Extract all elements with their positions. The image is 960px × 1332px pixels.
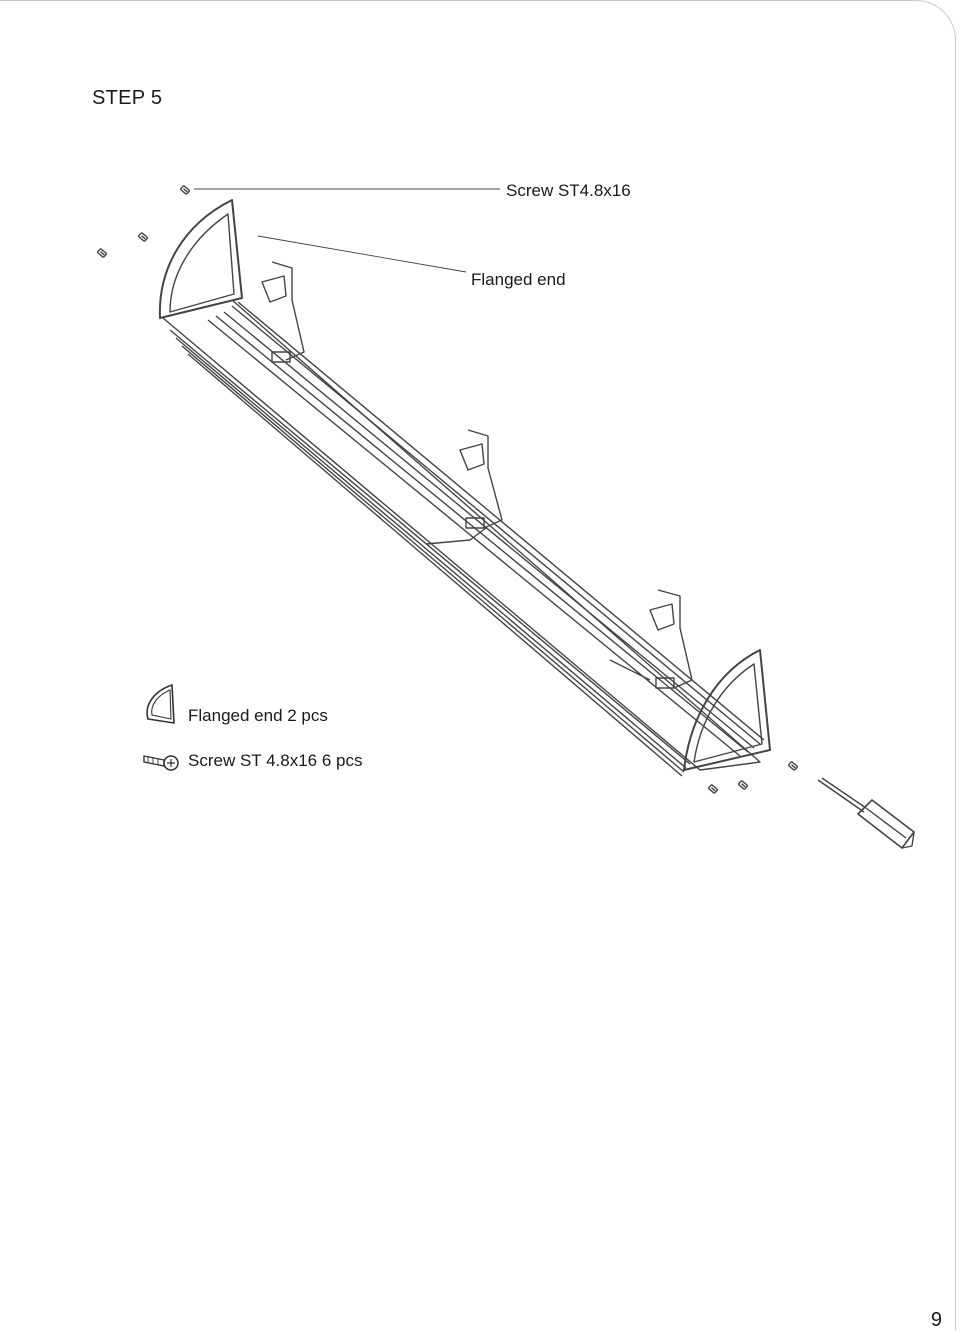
parts-list-label: Screw ST 4.8x16 6 pcs — [188, 751, 363, 770]
callout-flanged-end-label: Flanged end — [471, 270, 566, 289]
parts-list-item: Flanged end 2 pcs — [140, 680, 328, 726]
callout-screw-label: Screw ST4.8x16 — [506, 181, 631, 200]
leader-line-flange — [257, 235, 467, 273]
bracket-2 — [459, 429, 503, 529]
page-number: 9 — [930, 1309, 942, 1331]
screw-top-3 — [97, 248, 107, 258]
screw-top-2 — [138, 232, 148, 242]
parts-list-label: Flanged end 2 pcs — [188, 706, 328, 725]
bracket-1 — [261, 261, 305, 363]
screwdriver — [817, 777, 915, 849]
step-title: STEP 5 — [92, 87, 163, 109]
flanged-end-icon — [146, 684, 175, 724]
screw-top-1 — [180, 185, 190, 195]
screw-bottom-2 — [738, 780, 748, 790]
parts-list-item: Screw ST 4.8x16 6 pcs — [140, 748, 363, 774]
bracket-3 — [649, 589, 693, 689]
flanged-end-right — [683, 649, 771, 771]
screw-bottom-3 — [708, 784, 718, 794]
cable — [425, 527, 487, 545]
flanged-end-left — [158, 199, 243, 319]
screw-icon — [143, 755, 179, 771]
screw-bottom-1 — [788, 761, 798, 771]
heater-body — [162, 299, 765, 777]
